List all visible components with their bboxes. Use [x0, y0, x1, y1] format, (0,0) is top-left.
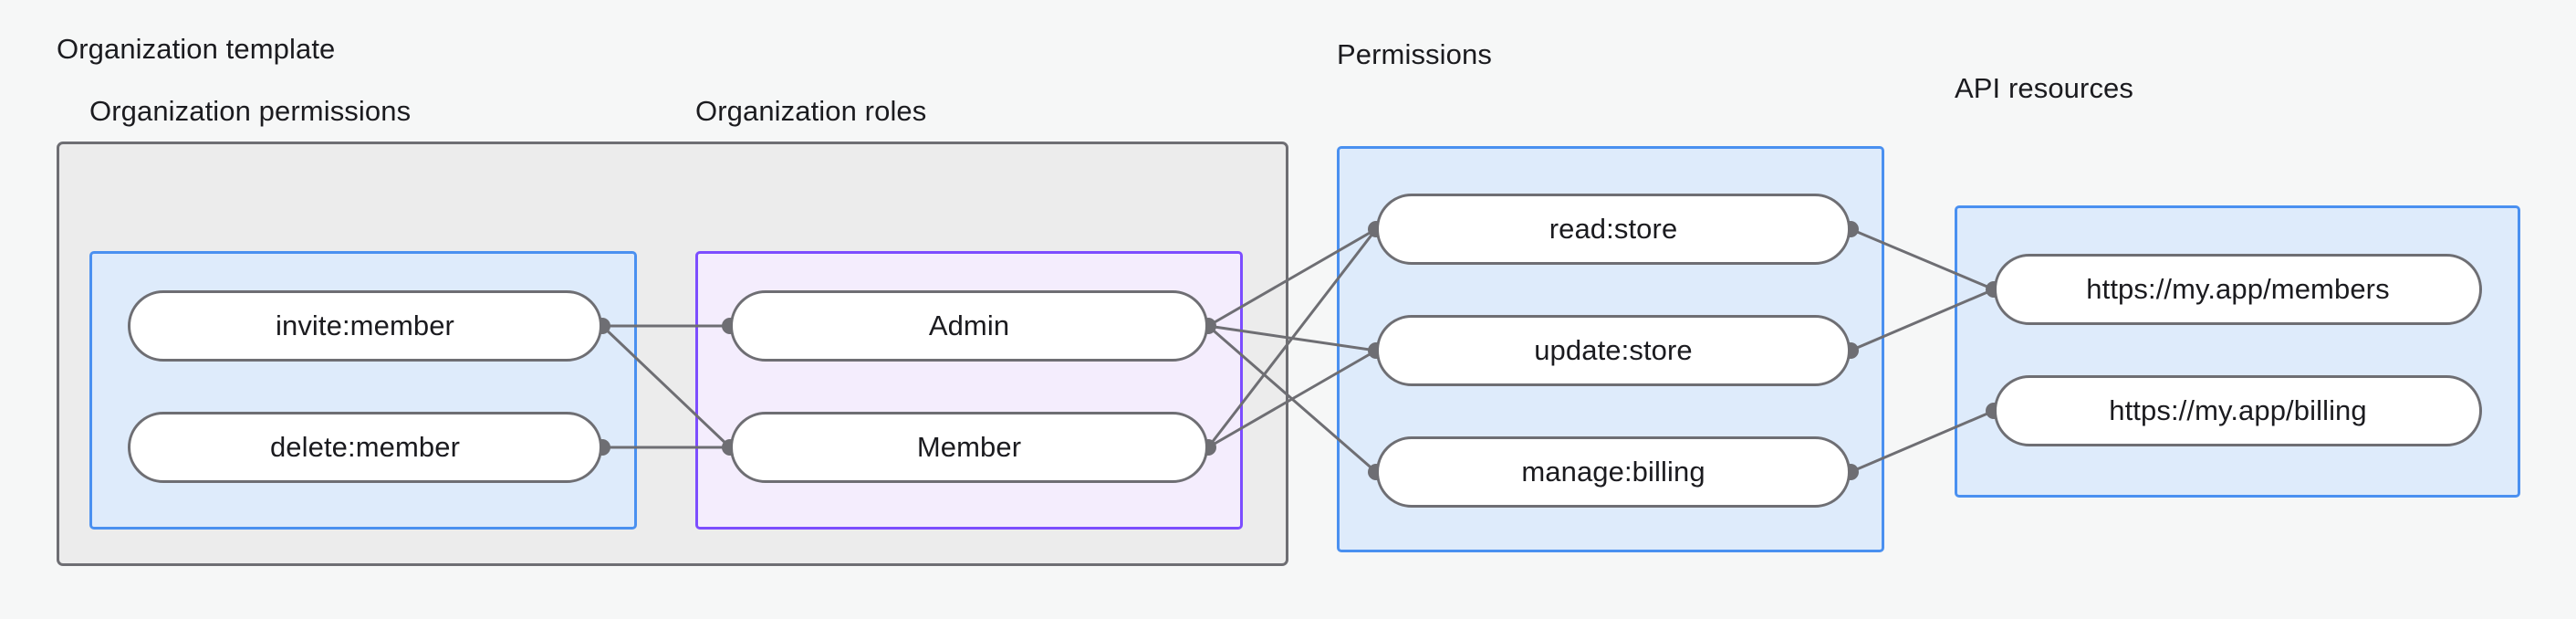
node-read-store[interactable]: read:store	[1376, 194, 1851, 265]
node-label-members-url: https://my.app/members	[2086, 273, 2390, 305]
node-member[interactable]: Member	[730, 412, 1208, 483]
node-label-delete-member: delete:member	[269, 431, 461, 463]
node-billing-url[interactable]: https://my.app/billing	[1994, 375, 2482, 446]
node-admin[interactable]: Admin	[730, 290, 1208, 362]
node-label-billing-url: https://my.app/billing	[2109, 394, 2367, 426]
node-label-invite-member: invite:member	[276, 310, 454, 341]
group-label-organization-permissions: Organization permissions	[89, 95, 412, 127]
node-label-admin: Admin	[928, 310, 1010, 341]
node-label-manage-billing: manage:billing	[1521, 456, 1705, 488]
group-label-api-resources: API resources	[1955, 72, 2133, 104]
group-label-organization-template: Organization template	[57, 33, 336, 65]
node-update-store[interactable]: update:store	[1376, 315, 1851, 386]
node-manage-billing[interactable]: manage:billing	[1376, 436, 1851, 508]
group-label-permissions: Permissions	[1337, 38, 1492, 70]
node-label-read-store: read:store	[1549, 213, 1678, 245]
node-invite-member[interactable]: invite:member	[128, 290, 602, 362]
node-members-url[interactable]: https://my.app/members	[1994, 254, 2482, 325]
node-label-update-store: update:store	[1534, 334, 1693, 366]
group-box-api-resources	[1955, 205, 2520, 498]
node-label-member: Member	[916, 431, 1022, 463]
group-label-organization-roles: Organization roles	[695, 95, 927, 127]
node-delete-member[interactable]: delete:member	[128, 412, 602, 483]
